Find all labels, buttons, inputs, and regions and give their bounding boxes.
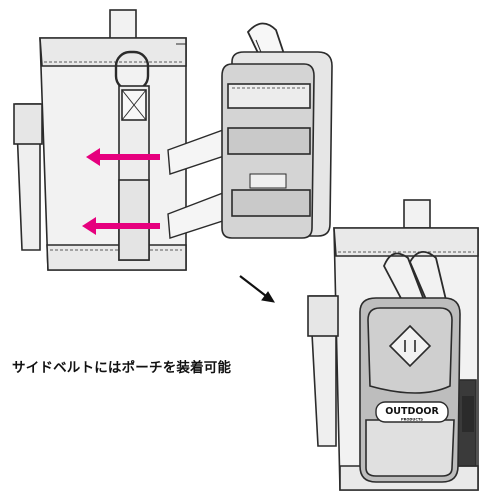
velcro-strap <box>167 125 239 239</box>
diagonal-arrow-icon <box>239 275 275 303</box>
arrow-left-icon <box>82 217 160 235</box>
side-tag <box>462 396 474 432</box>
brand-logo-text: OUTDOOR <box>385 406 439 417</box>
diamond-emblem-icon <box>388 324 432 368</box>
brand-logo: OUTDOOR PRODUCTS <box>375 401 449 423</box>
caption-text: サイドベルトにはポーチを装着可能 <box>12 360 232 376</box>
arrow-left-icon <box>86 148 160 166</box>
holder-left <box>13 9 187 271</box>
brand-logo-subtext: PRODUCTS <box>401 418 423 422</box>
pouch-front <box>359 297 461 483</box>
pouch-back <box>221 22 333 239</box>
